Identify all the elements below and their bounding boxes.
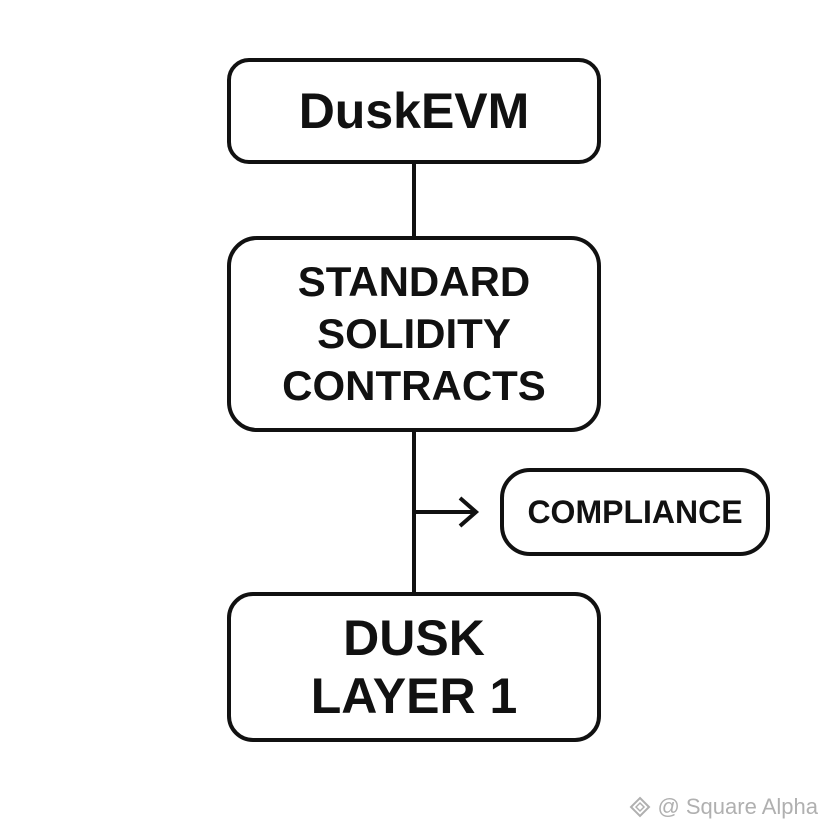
square-logo-icon (630, 796, 651, 818)
node-solidity-line-1: STANDARD (297, 258, 531, 305)
node-duskevm-label: DuskEVM (298, 83, 530, 139)
node-layer1-line-2: LAYER 1 (310, 668, 518, 724)
node-solidity-line-2: SOLIDITY (317, 310, 511, 357)
node-compliance-label: COMPLIANCE (527, 493, 743, 530)
node-duskevm: DuskEVM (227, 58, 601, 164)
arrowhead-icon (458, 496, 480, 528)
node-solidity-line-3: CONTRACTS (282, 362, 546, 409)
node-compliance: COMPLIANCE (500, 468, 770, 556)
node-standard-solidity-contracts: STANDARD SOLIDITY CONTRACTS (227, 236, 601, 432)
watermark: @ Square Alpha (629, 794, 818, 820)
node-layer1-line-1: DUSK (343, 610, 485, 666)
node-dusk-layer-1: DUSK LAYER 1 (227, 592, 601, 742)
watermark-text: @ Square Alpha (657, 794, 818, 819)
